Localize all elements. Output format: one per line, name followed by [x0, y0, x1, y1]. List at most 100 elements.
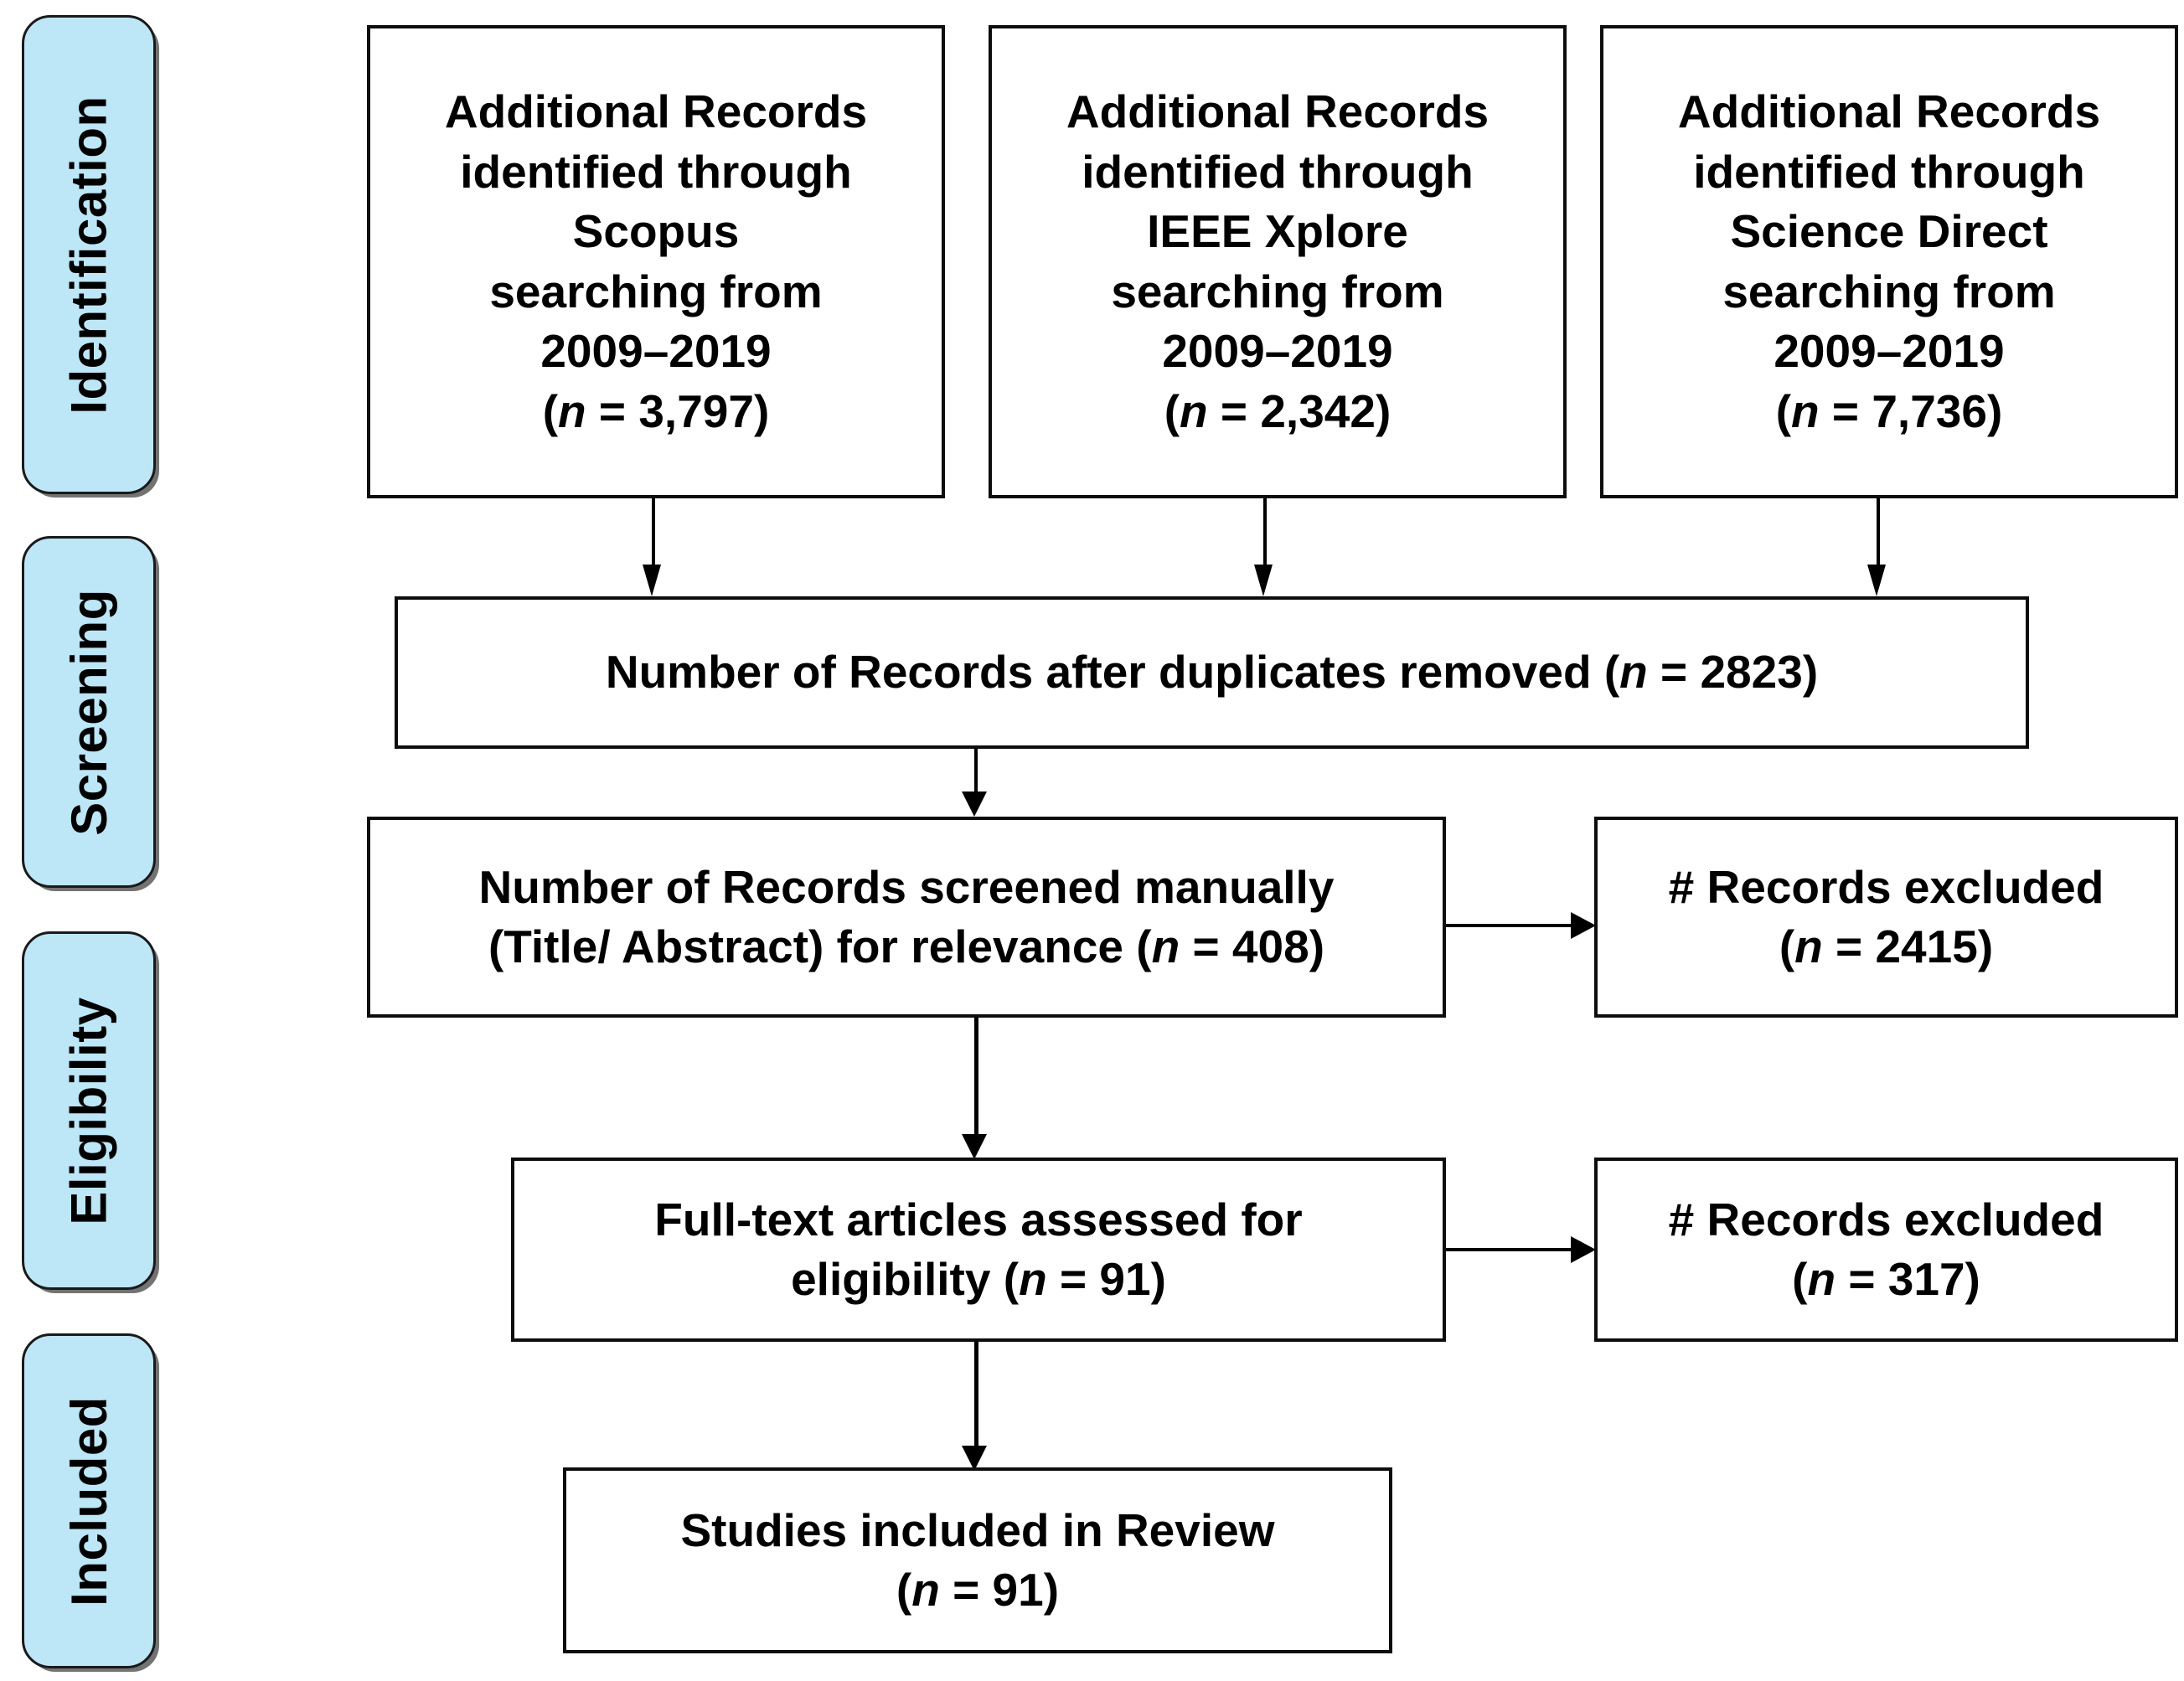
records-excluded-screening-box: # Records excluded (n = 2415) [1594, 817, 2178, 1018]
arrowhead-scopus-to-duplicates [643, 565, 661, 596]
count-value: 91 [992, 1564, 1044, 1616]
source-ieee-database: IEEE Xplore [1147, 205, 1408, 257]
records-screened-line2: (Title/ Abstract) for relevance (n = 408… [380, 917, 1433, 977]
records-excluded-screening-count: (n = 2415) [1608, 917, 2165, 977]
records-excluded-eligibility-box: # Records excluded (n = 317) [1594, 1158, 2178, 1342]
stage-label-screening: Screening [22, 536, 156, 888]
equals: = [1046, 1253, 1100, 1305]
n-symbol: n [1151, 920, 1180, 972]
source-ieee-years: 2009–2019 [1162, 325, 1393, 377]
source-ieee-line2: identified through [1082, 145, 1474, 198]
records-screened-line1: Number of Records screened manually [478, 860, 1335, 913]
paren-open: ( [1775, 384, 1792, 437]
n-symbol: n [558, 384, 586, 437]
equals: = [1835, 1253, 1888, 1305]
stage-label-screening-text: Screening [60, 588, 117, 836]
paren-open: ( [1603, 646, 1620, 699]
equals: = [939, 1564, 993, 1616]
paren-close: ) [1375, 384, 1391, 437]
source-ieee-line1: Additional Records [1066, 85, 1490, 137]
count-value: 408 [1231, 920, 1309, 972]
paren-close: ) [1965, 1253, 1980, 1305]
paren-open: ( [542, 384, 559, 437]
arrowhead-ieee-to-duplicates [1254, 565, 1273, 596]
studies-included-count: (n = 91) [576, 1560, 1379, 1621]
arrowhead-fulltext-to-excluded [1571, 1236, 1596, 1263]
fulltext-assessed-box: Full-text articles assessed for eligibil… [511, 1158, 1446, 1342]
stage-label-identification-text: Identification [60, 95, 117, 415]
paren-open: ( [1792, 1253, 1808, 1305]
duplicates-removed-box: Number of Records after duplicates remov… [395, 596, 2029, 749]
paren-open: ( [1003, 1253, 1020, 1305]
paren-close: ) [1309, 920, 1325, 972]
connector-fulltext-to-excluded [1446, 1248, 1572, 1251]
paren-open: ( [1136, 920, 1152, 972]
studies-included-line1: Studies included in Review [680, 1503, 1275, 1556]
records-excluded-eligibility-line1: # Records excluded [1668, 1193, 2104, 1245]
source-scopus-database: Scopus [572, 205, 740, 257]
source-scopus-line2: identified through [460, 145, 852, 198]
equals: = [586, 384, 639, 437]
paren-open: ( [896, 1564, 912, 1616]
paren-close: ) [1802, 646, 1819, 699]
fulltext-assessed-line1: Full-text articles assessed for [654, 1193, 1303, 1245]
source-sciencedirect-line4: searching from [1722, 265, 2056, 317]
connector-scopus-to-duplicates [652, 498, 655, 565]
stage-label-eligibility: Eligibility [22, 931, 156, 1290]
arrowhead-duplicates-to-screened [962, 792, 987, 817]
source-sciencedirect-count: (n = 7,736) [1613, 382, 2165, 442]
fulltext-assessed-line2: eligibility (n = 91) [524, 1250, 1433, 1310]
n-symbol: n [1791, 384, 1820, 437]
connector-duplicates-to-screened [974, 749, 978, 792]
source-sciencedirect-database: Science Direct [1730, 205, 2048, 257]
studies-included-box: Studies included in Review (n = 91) [563, 1467, 1392, 1653]
count-value: 7,736 [1872, 384, 1987, 437]
equals: = [1647, 646, 1701, 699]
paren-open: ( [1164, 384, 1180, 437]
n-symbol: n [1794, 920, 1823, 972]
source-sciencedirect-years: 2009–2019 [1774, 325, 2005, 377]
duplicates-label: Number of Records after duplicates remov… [605, 646, 1604, 699]
n-symbol: n [1619, 646, 1648, 699]
equals: = [1207, 384, 1261, 437]
source-scopus-count: (n = 3,797) [380, 382, 932, 442]
source-box-ieee-xplore: Additional Records identified through IE… [989, 25, 1567, 498]
n-symbol: n [911, 1564, 940, 1616]
count-value: 2823 [1700, 646, 1803, 699]
equals: = [1180, 920, 1232, 972]
source-ieee-line4: searching from [1111, 265, 1444, 317]
count-value: 91 [1099, 1253, 1151, 1305]
fulltext-assessed-label2: eligibility [791, 1253, 1004, 1305]
source-sciencedirect-line2: identified through [1693, 145, 2085, 198]
equals: = [1819, 384, 1872, 437]
n-symbol: n [1807, 1253, 1836, 1305]
count-value: 317 [1887, 1253, 1965, 1305]
stage-label-eligibility-text: Eligibility [60, 996, 117, 1225]
paren-close: ) [1043, 1564, 1060, 1616]
records-screened-label2: (Title/ Abstract) for relevance [488, 920, 1137, 972]
connector-screened-to-fulltext [974, 1018, 978, 1139]
paren-close: ) [1150, 1253, 1166, 1305]
count-value: 2415 [1875, 920, 1978, 972]
count-value: 2,342 [1260, 384, 1376, 437]
stage-label-included: Included [22, 1333, 156, 1668]
records-screened-box: Number of Records screened manually (Tit… [367, 817, 1446, 1018]
stage-label-identification: Identification [22, 15, 156, 494]
arrowhead-screened-to-fulltext [962, 1134, 987, 1159]
arrowhead-screened-to-excluded [1571, 912, 1596, 939]
connector-screened-to-excluded [1446, 924, 1572, 927]
count-value: 3,797 [638, 384, 754, 437]
arrowhead-fulltext-to-included [962, 1446, 987, 1471]
records-excluded-eligibility-count: (n = 317) [1608, 1250, 2165, 1310]
source-box-scopus: Additional Records identified through Sc… [367, 25, 945, 498]
source-ieee-count: (n = 2,342) [1002, 382, 1553, 442]
source-box-science-direct: Additional Records identified through Sc… [1600, 25, 2178, 498]
source-scopus-years: 2009–2019 [540, 325, 772, 377]
connector-fulltext-to-included [974, 1342, 978, 1451]
equals: = [1822, 920, 1876, 972]
source-sciencedirect-line1: Additional Records [1677, 85, 2101, 137]
connector-ieee-to-duplicates [1263, 498, 1267, 565]
duplicates-removed-text: Number of Records after duplicates remov… [408, 642, 2016, 703]
source-scopus-line4: searching from [489, 265, 823, 317]
